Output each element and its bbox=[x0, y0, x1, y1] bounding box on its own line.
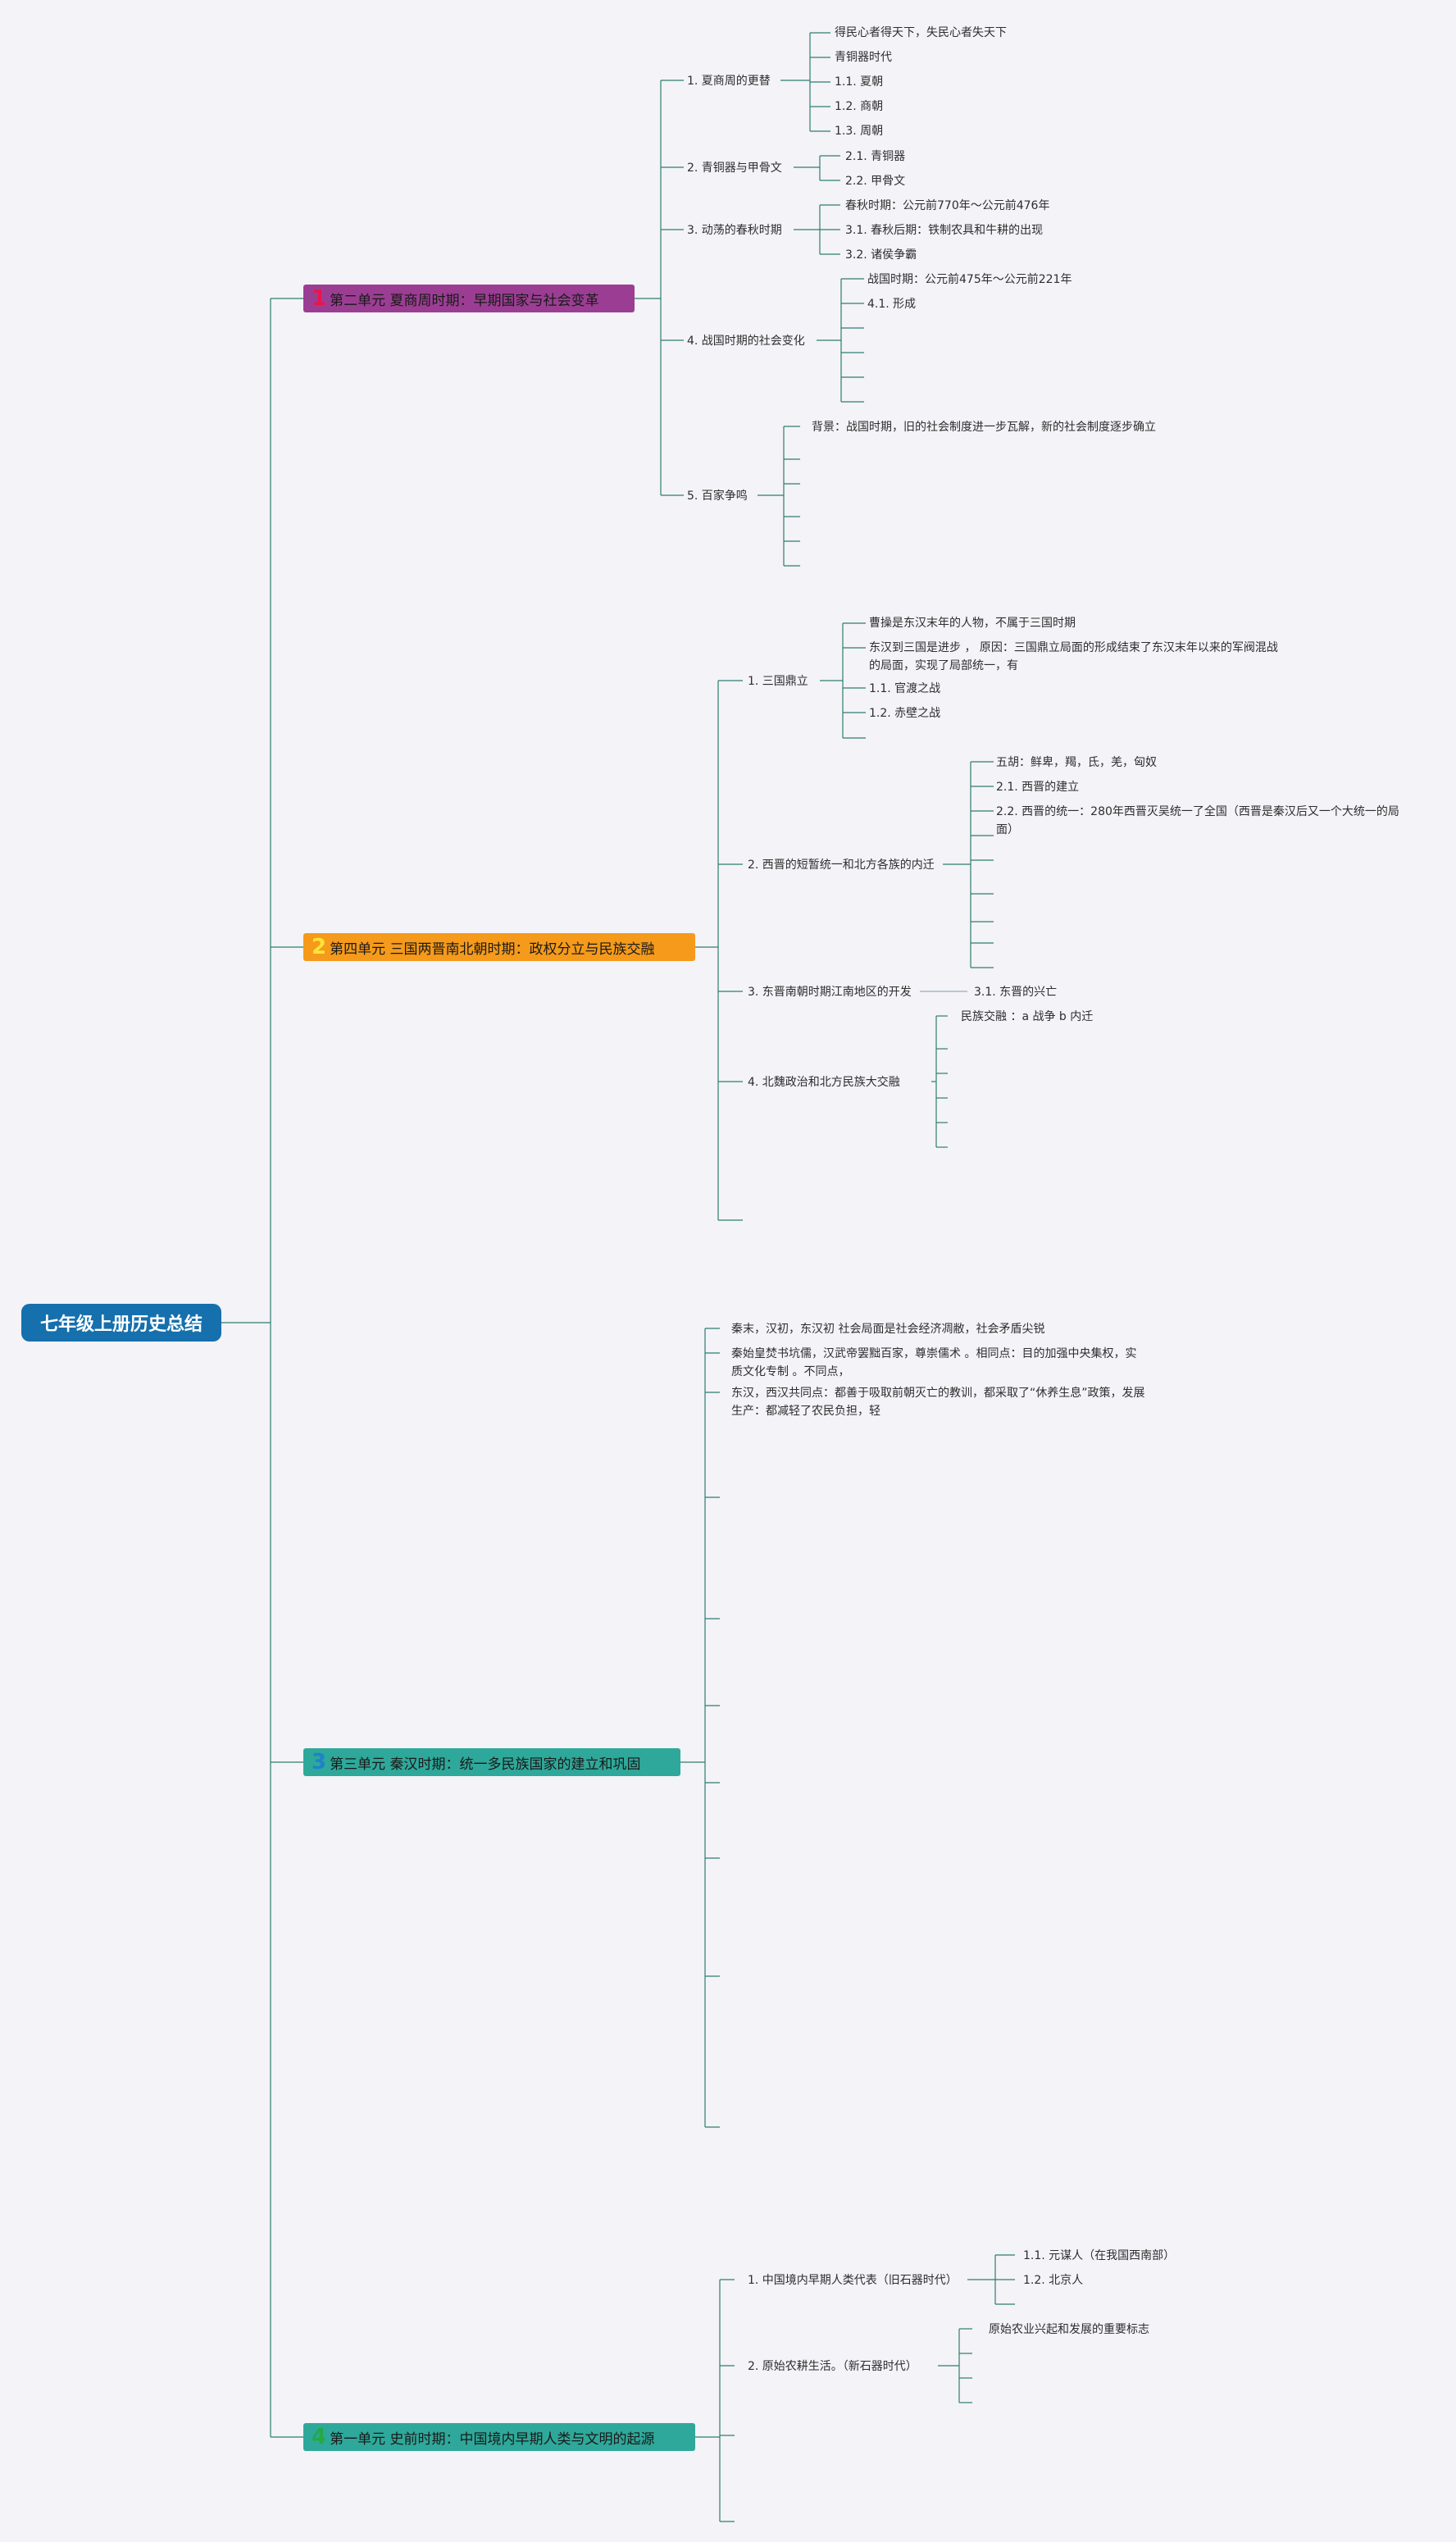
topic-node[interactable]: 2. 西晋的短暂统一和北方各族的内迁 bbox=[748, 859, 935, 872]
topic-node[interactable]: 4. 北魏政治和北方民族大交融 bbox=[748, 1076, 900, 1089]
topic-node[interactable]: 1. 中国境内早期人类代表（旧石器时代） bbox=[748, 2274, 958, 2287]
unit-number: 2 bbox=[312, 935, 327, 959]
topic-node[interactable]: 3. 东晋南朝时期江南地区的开发 bbox=[748, 986, 912, 999]
leaf-node[interactable]: 2.1. 西晋的建立 bbox=[996, 781, 1080, 794]
leaf-node[interactable]: 原始农业兴起和发展的重要标志 bbox=[989, 2323, 1149, 2336]
leaf-node[interactable]: 曹操是东汉末年的人物，不属于三国时期 bbox=[869, 617, 1076, 630]
leaf-node[interactable]: 4.1. 形成 bbox=[867, 298, 917, 311]
unit-number: 3 bbox=[312, 1750, 327, 1774]
leaf-node[interactable]: 青铜器时代 bbox=[835, 51, 892, 64]
leaf-node[interactable]: 1.2. 赤壁之战 bbox=[869, 707, 941, 720]
leaf-node[interactable]: 3.2. 诸侯争霸 bbox=[845, 248, 917, 262]
unit-number: 4 bbox=[312, 2425, 327, 2449]
leaf-node[interactable]: 2.2. 西晋的统一：280年西晋灭吴统一了全国（西晋是秦汉后又一个大统一的局面… bbox=[996, 805, 1399, 836]
topic-node[interactable]: 2. 原始农耕生活。（新石器时代） bbox=[748, 2360, 917, 2373]
root-node[interactable]: 七年级上册历史总结 bbox=[21, 1304, 221, 1342]
leaf-node[interactable]: 得民心者得天下，失民心者失天下 bbox=[835, 26, 1007, 39]
leaf-node[interactable]: 1.2. 北京人 bbox=[1023, 2274, 1084, 2287]
leaf-node[interactable]: 战国时期：公元前475年～公元前221年 bbox=[867, 273, 1072, 286]
leaf-node[interactable]: 1.3. 周朝 bbox=[835, 125, 884, 138]
topic-node[interactable]: 1. 三国鼎立 bbox=[748, 675, 808, 688]
unit-number: 1 bbox=[312, 286, 327, 311]
root-title: 七年级上册历史总结 bbox=[39, 1314, 202, 1335]
topic-node[interactable]: 4. 战国时期的社会变化 bbox=[687, 335, 805, 348]
leaf-node[interactable]: 1.1. 夏朝 bbox=[835, 75, 884, 89]
leaf-node[interactable]: 民族交融 ：a 战争 b 内迁 bbox=[961, 1010, 1094, 1023]
topic-node[interactable]: 3. 动荡的春秋时期 bbox=[687, 224, 782, 237]
leaf-node[interactable]: 3.1. 东晋的兴亡 bbox=[974, 986, 1058, 999]
leaf-node[interactable]: 东汉到三国是进步 ， 原因：三国鼎立局面的形成结束了东汉末年以来的军阀混战的局面… bbox=[869, 641, 1278, 672]
leaf-node[interactable]: 1.2. 商朝 bbox=[835, 100, 884, 113]
leaf-node[interactable]: 1.1. 官渡之战 bbox=[869, 682, 941, 695]
leaf-node[interactable]: 3.1. 春秋后期：铁制农具和牛耕的出现 bbox=[845, 224, 1044, 237]
leaf-node[interactable]: 1.1. 元谋人（在我国西南部） bbox=[1023, 2249, 1176, 2262]
leaf-node[interactable]: 秦始皇焚书坑儒，汉武帝罢黜百家，尊崇儒术 。相同点：目的加强中央集权，实质文化专… bbox=[731, 1347, 1137, 1378]
leaf-node[interactable]: 五胡：鲜卑，羯，氐，羌，匈奴 bbox=[996, 756, 1157, 769]
leaf-node[interactable]: 春秋时期：公元前770年～公元前476年 bbox=[845, 199, 1050, 212]
unit-title: 第二单元 夏商周时期：早期国家与社会变革 bbox=[330, 292, 599, 309]
leaf-node[interactable]: 2.1. 青铜器 bbox=[845, 150, 906, 163]
leaf-node[interactable]: 东汉，西汉共同点：都善于吸取前朝灭亡的教训，都采取了“休养生息”政策，发展生产：… bbox=[731, 1387, 1145, 1418]
leaf-node[interactable]: 秦末，汉初，东汉初 社会局面是社会经济凋敝，社会矛盾尖锐 bbox=[731, 1323, 1045, 1336]
topic-node[interactable]: 1. 夏商周的更替 bbox=[687, 75, 771, 88]
topic-node[interactable]: 5. 百家争鸣 bbox=[687, 490, 748, 503]
topic-node[interactable]: 2. 青铜器与甲骨文 bbox=[687, 162, 782, 175]
unit-title: 第四单元 三国两晋南北朝时期：政权分立与民族交融 bbox=[330, 941, 655, 958]
leaf-node[interactable]: 背景：战国时期，旧的社会制度进一步瓦解，新的社会制度逐步确立 bbox=[812, 421, 1156, 434]
leaf-node[interactable]: 2.2. 甲骨文 bbox=[845, 175, 906, 188]
unit-title: 第三单元 秦汉时期：统一多民族国家的建立和巩固 bbox=[330, 1756, 641, 1773]
unit-title: 第一单元 史前时期：中国境内早期人类与文明的起源 bbox=[330, 2430, 655, 2448]
